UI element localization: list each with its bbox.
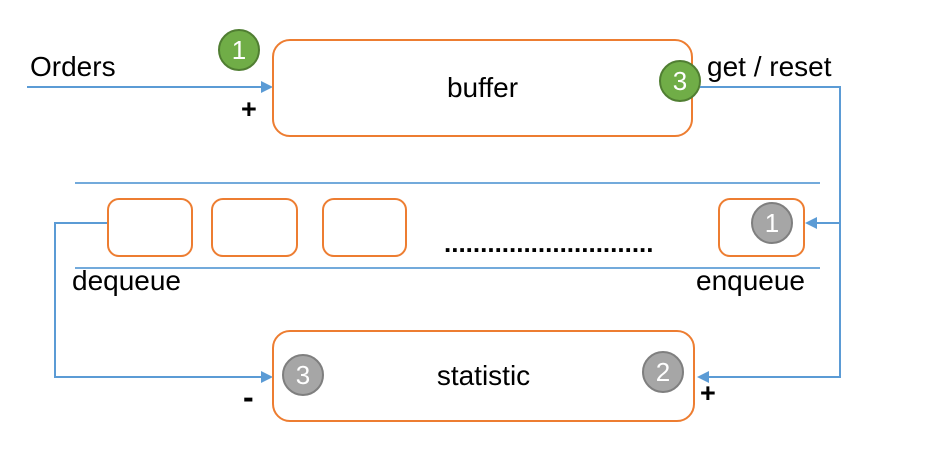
queue-slot-1: [107, 198, 193, 257]
plus-sign-statistic: +: [700, 378, 716, 408]
orders-label: Orders: [30, 51, 116, 82]
step-badge-statistic-minus: 3: [282, 354, 324, 396]
step-badge-output-number: 3: [672, 65, 688, 96]
step-badge-input: 1: [218, 29, 260, 71]
statistic-plus-flow-line: [707, 376, 841, 378]
queue-lane-bottom-line: [75, 267, 820, 269]
orders-arrowhead-icon: [261, 81, 273, 93]
step-badge-enqueue-number: 1: [764, 207, 780, 238]
get-reset-flow-line: [700, 86, 841, 88]
step-badge-statistic-minus-number: 3: [295, 359, 311, 390]
dequeue-label: dequeue: [72, 265, 182, 296]
dequeue-flow-line: [55, 222, 107, 224]
statistic-plus-arrowhead-icon: [697, 371, 709, 383]
get-reset-label: get / reset: [707, 51, 832, 82]
queue-lane-top-line: [75, 182, 820, 184]
step-badge-enqueue: 1: [751, 202, 793, 244]
orders-flow-line: [27, 86, 262, 88]
statistic-minus-arrowhead-icon: [261, 371, 273, 383]
step-badge-output: 3: [659, 60, 701, 102]
step-badge-statistic-plus: 2: [642, 351, 684, 393]
statistic-label: statistic: [436, 360, 531, 391]
buffer-box: buffer: [272, 39, 693, 137]
step-badge-input-number: 1: [231, 34, 247, 65]
buffer-label: buffer: [446, 72, 519, 103]
step-badge-statistic-plus-number: 2: [655, 356, 671, 387]
queue-slot-2: [211, 198, 298, 257]
statistic-box: statistic: [272, 330, 695, 422]
statistic-minus-flow-line: [55, 376, 262, 378]
minus-sign-statistic: -: [243, 379, 254, 415]
enqueue-arrowhead-icon: [805, 217, 817, 229]
queue-slot-3: [322, 198, 407, 257]
left-vertical-flow-line: [54, 222, 56, 378]
right-vertical-flow-line: [839, 86, 841, 378]
queue-ellipsis-dots: .............................: [444, 228, 654, 258]
enqueue-flow-line: [815, 222, 841, 224]
plus-sign-buffer-in: +: [241, 94, 257, 124]
enqueue-label: enqueue: [696, 265, 806, 296]
